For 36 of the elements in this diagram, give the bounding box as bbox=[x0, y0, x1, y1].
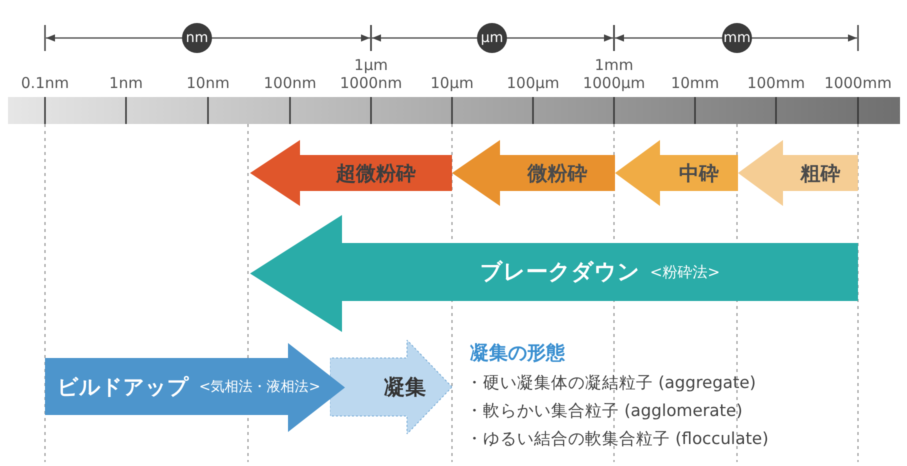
pointed-banner bbox=[330, 340, 452, 434]
pointed-banner bbox=[45, 343, 345, 432]
bullet-text: ・硬い凝集体の凝結粒子 (aggregate) bbox=[466, 372, 756, 394]
banner-label: ブレークダウン bbox=[480, 259, 640, 287]
tick-label: 1000μm bbox=[582, 74, 646, 92]
tick-label: 10μm bbox=[430, 74, 474, 92]
pointed-banner bbox=[452, 140, 615, 206]
bullet-text: ・ゆるい結合の軟集合粒子 (flocculate) bbox=[466, 428, 769, 450]
tick-label: 100nm bbox=[264, 74, 316, 92]
tick-label: 10nm bbox=[186, 74, 230, 92]
tick-label: 1000mm bbox=[824, 74, 892, 92]
tick-label: 100mm bbox=[747, 74, 805, 92]
tick-label: 100μm bbox=[506, 74, 560, 92]
unit-badge: μm bbox=[477, 23, 507, 53]
banner-label: 凝集 bbox=[384, 374, 426, 401]
tick-label: 10mm bbox=[670, 74, 720, 92]
unit-badge: nm bbox=[182, 23, 212, 53]
banner-sublabel: <粉砕法> bbox=[650, 262, 720, 282]
unit-badge: mm bbox=[722, 23, 752, 53]
banner-label: 微粉砕 bbox=[528, 160, 588, 186]
tick-label: 0.1nm bbox=[21, 74, 69, 92]
banner-label: 粗砕 bbox=[800, 160, 840, 186]
tick-label: 1000nm bbox=[340, 74, 402, 92]
banner-sublabel: <気相法・液相法> bbox=[199, 378, 320, 396]
banner-label: 超微粉砕 bbox=[336, 160, 416, 186]
tick-label: 1nm bbox=[109, 74, 143, 92]
pointed-banner bbox=[250, 140, 452, 206]
pointed-banner bbox=[615, 140, 738, 206]
scale-note: 1μm bbox=[354, 56, 388, 74]
scale-note: 1mm bbox=[594, 56, 634, 74]
pointed-banner bbox=[738, 140, 858, 206]
section-heading: 凝集の形態 bbox=[470, 341, 565, 366]
bullet-text: ・軟らかい集合粒子 (agglomerate) bbox=[466, 400, 743, 422]
banner-label: 中砕 bbox=[679, 160, 719, 186]
pointed-banner bbox=[250, 215, 858, 332]
banner-label: ビルドアップ bbox=[57, 374, 189, 400]
